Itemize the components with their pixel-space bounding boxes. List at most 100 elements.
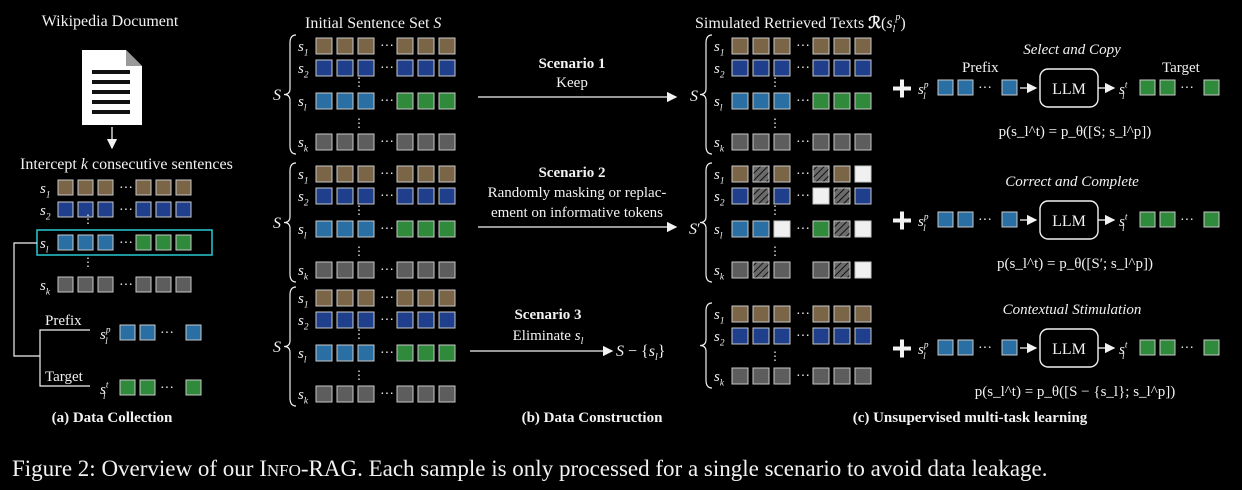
token (812, 187, 830, 205)
sentence-symbol: s1 (40, 181, 51, 201)
brace (699, 162, 713, 283)
result-set-S-minus-sl: S − {sl} (616, 343, 665, 363)
ellipsis: ··· (380, 387, 394, 402)
task-name: Select and Copy (1023, 42, 1121, 58)
token (833, 261, 851, 279)
ellipsis: ··· (1180, 213, 1194, 228)
panel-multitask-learning: Simulated Retrieved Texts ℛ(slp) S S′ S … (616, 12, 1220, 426)
token (1203, 339, 1220, 356)
token (357, 92, 375, 110)
ellipsis: ··· (380, 39, 394, 54)
task-formula: p(s_l^t) = p_θ([S − {s_l}; s_l^p]) (975, 384, 1176, 400)
sentence-symbol: sl (40, 236, 49, 256)
token (97, 234, 114, 251)
token (752, 37, 770, 55)
caption-data-construction: (b) Data Construction (522, 410, 663, 426)
token (752, 305, 770, 323)
token (833, 165, 851, 183)
sentence-symbol: s2 (298, 313, 309, 333)
token (854, 305, 872, 323)
result-set-S: S (690, 88, 698, 105)
token (833, 92, 851, 110)
token (57, 276, 74, 293)
token (1001, 211, 1018, 228)
sentence-symbol: sk (298, 135, 309, 155)
token (77, 234, 94, 251)
token (336, 59, 354, 77)
ellipsis: ··· (978, 341, 992, 356)
ellipsis: ··· (796, 307, 810, 322)
set-label: S (273, 87, 281, 104)
token (854, 327, 872, 345)
token (937, 211, 954, 228)
sentence-symbol: sl (298, 94, 307, 114)
token (773, 261, 791, 279)
ellipsis: ··· (380, 61, 394, 76)
token (57, 179, 74, 196)
token (1139, 79, 1156, 96)
token (1159, 79, 1176, 96)
token (357, 261, 375, 279)
ellipsis: ··· (796, 167, 810, 182)
token (155, 201, 172, 218)
token (396, 165, 414, 183)
sentence-symbol: sk (298, 387, 309, 407)
token (357, 165, 375, 183)
token (773, 92, 791, 110)
sentence-symbol: sk (298, 263, 309, 283)
token (336, 385, 354, 403)
token (336, 187, 354, 205)
token (175, 179, 192, 196)
sentence-symbol: s2 (40, 203, 51, 223)
ellipsis: ··· (380, 346, 394, 361)
token (731, 261, 749, 279)
token (97, 179, 114, 196)
scenario-3-title: Scenario 3 (514, 307, 581, 323)
ellipsis: ··· (796, 135, 810, 150)
token (417, 37, 435, 55)
caption-data-collection: (a) Data Collection (52, 410, 173, 426)
token (773, 187, 791, 205)
token (77, 179, 94, 196)
token (812, 261, 830, 279)
ellipsis: ··· (796, 39, 810, 54)
ellipsis: ··· (1180, 81, 1194, 96)
token (1139, 339, 1156, 356)
sentence-token-rows: s1···s2···sl···sk···⋮⋮ (40, 179, 192, 298)
sentence-symbol: s1 (714, 307, 725, 327)
token (937, 339, 954, 356)
token (417, 92, 435, 110)
ellipsis: ··· (380, 135, 394, 150)
token (812, 165, 830, 183)
vertical-ellipsis: ⋮ (769, 349, 781, 363)
brace (699, 34, 713, 155)
token (438, 220, 456, 238)
task-name: Correct and Complete (1005, 174, 1139, 190)
scenario-2-title: Scenario 2 (538, 165, 605, 181)
token (417, 187, 435, 205)
token (315, 92, 333, 110)
token (1001, 339, 1018, 356)
token (396, 37, 414, 55)
brace (699, 302, 713, 389)
token (854, 165, 872, 183)
sentence-symbol: sl (298, 222, 307, 242)
token (438, 289, 456, 307)
token (1159, 211, 1176, 228)
ellipsis: ··· (796, 94, 810, 109)
scenario-3-desc: Eliminate sl (513, 328, 584, 347)
token (396, 59, 414, 77)
token (155, 179, 172, 196)
token (175, 276, 192, 293)
token (438, 261, 456, 279)
ellipsis: ··· (160, 326, 174, 341)
token (438, 59, 456, 77)
ellipsis: ··· (796, 369, 810, 384)
token (417, 289, 435, 307)
token (812, 133, 830, 151)
token (731, 133, 749, 151)
panel-data-construction: Initial Sentence Set S s1···s2···sl···sk… (273, 15, 678, 426)
